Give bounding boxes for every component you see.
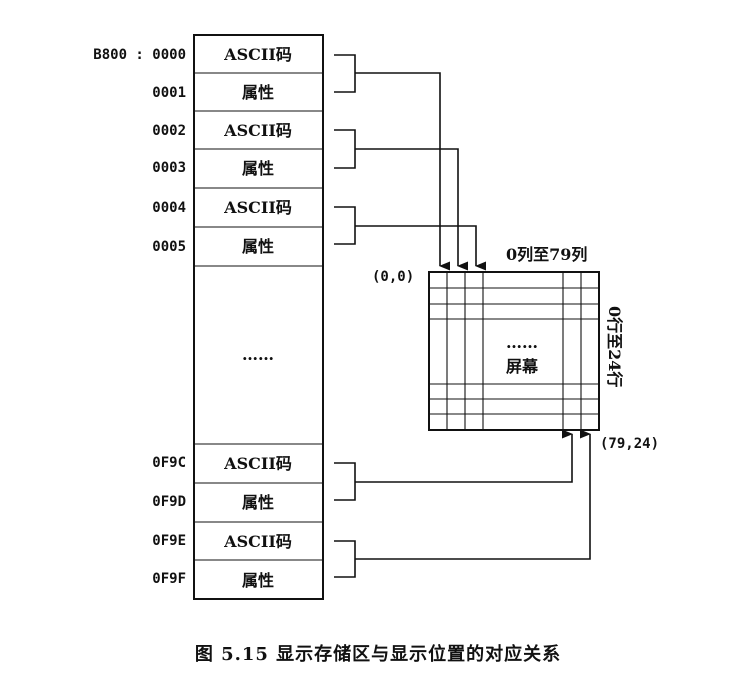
mapping-line-col79 (355, 429, 592, 560)
bracket-pair-1 (334, 129, 356, 169)
mapping-lines (355, 72, 592, 560)
memory-ellipsis: …… (242, 345, 274, 364)
cell-0005: 属性 (242, 237, 274, 256)
rows-label: 0行至24行 (605, 306, 624, 387)
mapping-line-col1 (355, 148, 469, 271)
mapping-line-col2 (355, 225, 487, 271)
address-label: 0F9D (152, 494, 186, 510)
address-label: 0F9C (152, 455, 186, 471)
cell-0f9d: 属性 (242, 493, 274, 512)
mapping-line-col0 (355, 72, 451, 271)
memory-column: ASCII码 属性 ASCII码 属性 ASCII码 属性 …… ASCII码 … (193, 34, 324, 600)
cell-0002: ASCII码 (223, 121, 292, 140)
address-label: 0005 (152, 239, 186, 255)
cell-0f9c: ASCII码 (223, 454, 292, 473)
cell-0f9e: ASCII码 (223, 532, 292, 551)
screen-grid: …… 屏幕 (428, 271, 600, 431)
columns-label: 0列至79列 (506, 245, 587, 264)
pair-brackets (334, 54, 356, 578)
memory-column-border (193, 34, 324, 600)
cell-0004: ASCII码 (223, 198, 292, 217)
origin-label: (0,0) (372, 269, 414, 285)
cell-0003: 属性 (242, 159, 274, 178)
mapping-line-col78 (355, 429, 574, 483)
bracket-pair-4 (334, 540, 356, 578)
screen-center-label: 屏幕 (506, 357, 539, 376)
figure-caption: 图 5.15 显示存储区与显示位置的对应关系 (195, 643, 561, 665)
cell-0f9f: 属性 (242, 571, 274, 590)
address-label: 0002 (152, 123, 186, 139)
address-label: 0F9F (152, 571, 186, 587)
bracket-pair-0 (334, 54, 356, 93)
screen-center-dots: …… (506, 333, 538, 352)
cell-0000: ASCII码 (223, 45, 292, 64)
address-label: 0001 (152, 85, 186, 101)
address-label: B800 : 0000 (93, 47, 186, 63)
bracket-pair-3 (334, 462, 356, 501)
address-labels: B800 : 0000 0001 0002 0003 0004 0005 0F9… (93, 47, 186, 587)
bracket-pair-2 (334, 206, 356, 245)
cell-0001: 属性 (242, 83, 274, 102)
address-label: 0F9E (152, 533, 186, 549)
address-label: 0004 (152, 200, 186, 216)
end-label: (79,24) (600, 436, 659, 452)
address-label: 0003 (152, 160, 186, 176)
